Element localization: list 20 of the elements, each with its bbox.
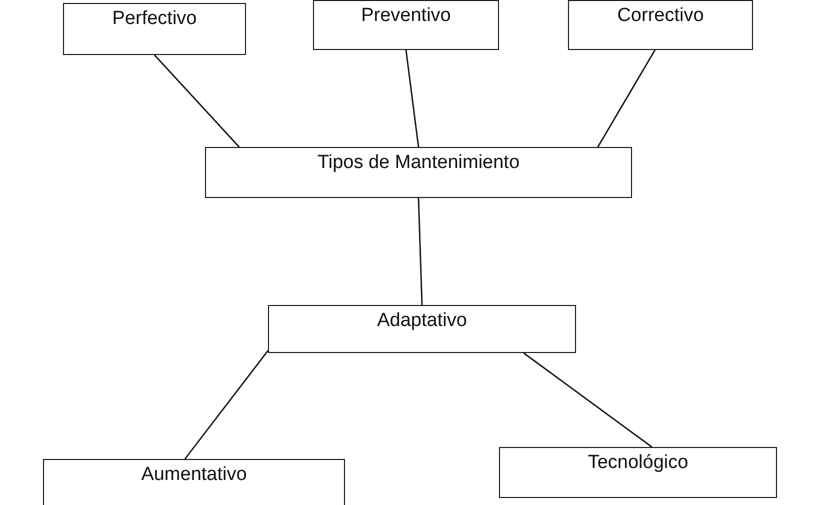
category-box bbox=[499, 447, 777, 498]
connector-line bbox=[154, 54, 240, 148]
category-box bbox=[268, 305, 576, 353]
connector-line bbox=[405, 50, 420, 148]
node-label: Perfectivo bbox=[112, 8, 197, 30]
category-box bbox=[205, 147, 632, 198]
connector-line bbox=[597, 50, 656, 148]
node-label: Aumentativo bbox=[141, 464, 247, 486]
node-label: Tipos de Mantenimiento bbox=[317, 152, 520, 174]
connector-line bbox=[184, 350, 269, 460]
category-box bbox=[63, 3, 246, 55]
category-box bbox=[568, 0, 753, 50]
node-label: Preventivo bbox=[361, 5, 451, 27]
connector-line bbox=[418, 198, 423, 306]
category-box bbox=[313, 0, 499, 50]
node-label: Correctivo bbox=[617, 5, 704, 27]
category-box bbox=[43, 459, 345, 505]
node-label: Tecnológico bbox=[588, 452, 688, 474]
node-label: Adaptativo bbox=[377, 310, 467, 332]
connector-line bbox=[523, 352, 652, 448]
